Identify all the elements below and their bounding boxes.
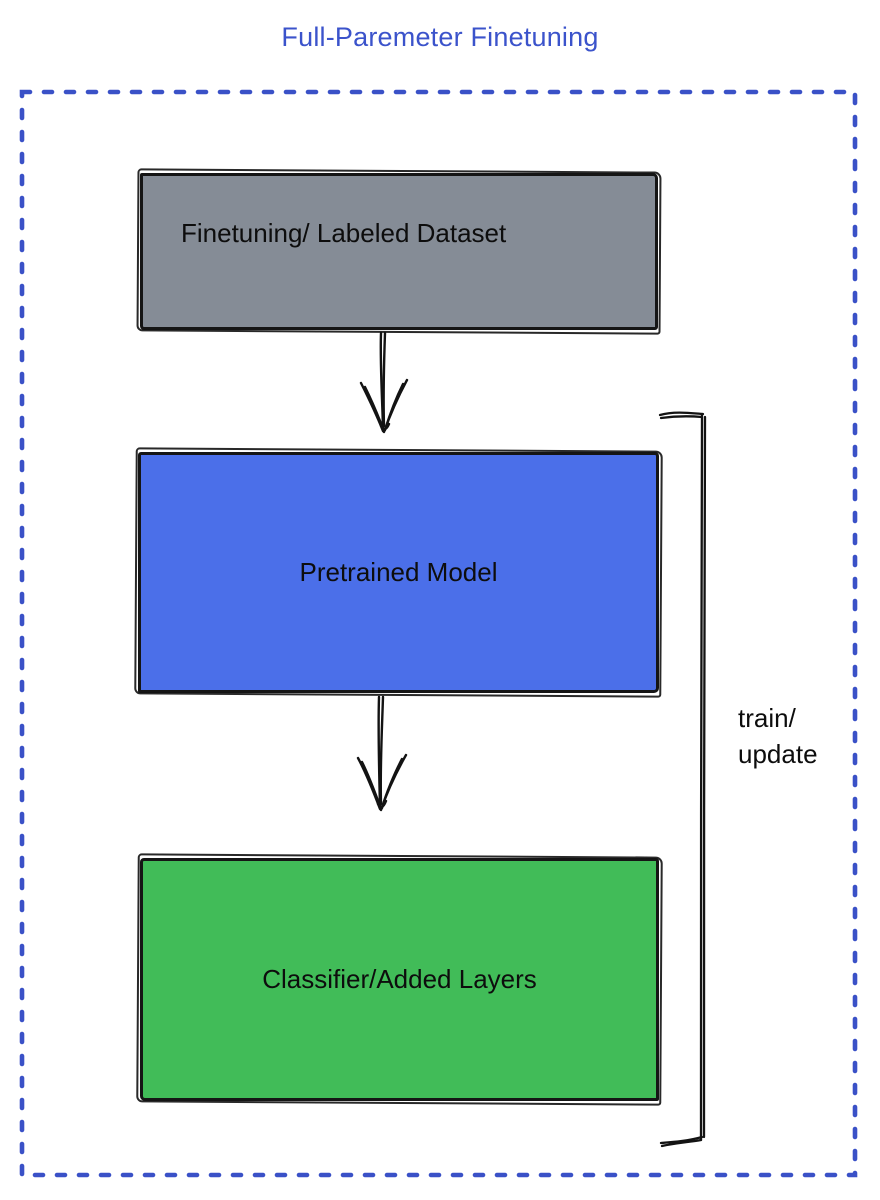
node-pretrained-model: Pretrained Model [138,452,659,693]
train-update-label: train/ update [738,700,818,772]
arrow-down-icon [356,695,408,812]
node-classifier-added-layers-label: Classifier/Added Layers [262,964,537,994]
node-classifier-added-layers: Classifier/Added Layers [140,858,659,1101]
train-update-label-line2: update [738,739,818,769]
train-update-bracket-icon [658,411,707,1148]
node-pretrained-model-label: Pretrained Model [299,557,498,587]
arrow-down-icon [359,331,409,434]
node-finetuning-dataset: Finetuning/ Labeled Dataset [140,173,658,330]
diagram-title: Full-Paremeter Finetuning [281,22,599,52]
node-finetuning-dataset-label: Finetuning/ Labeled Dataset [181,218,507,248]
train-update-label-line1: train/ [738,703,796,733]
